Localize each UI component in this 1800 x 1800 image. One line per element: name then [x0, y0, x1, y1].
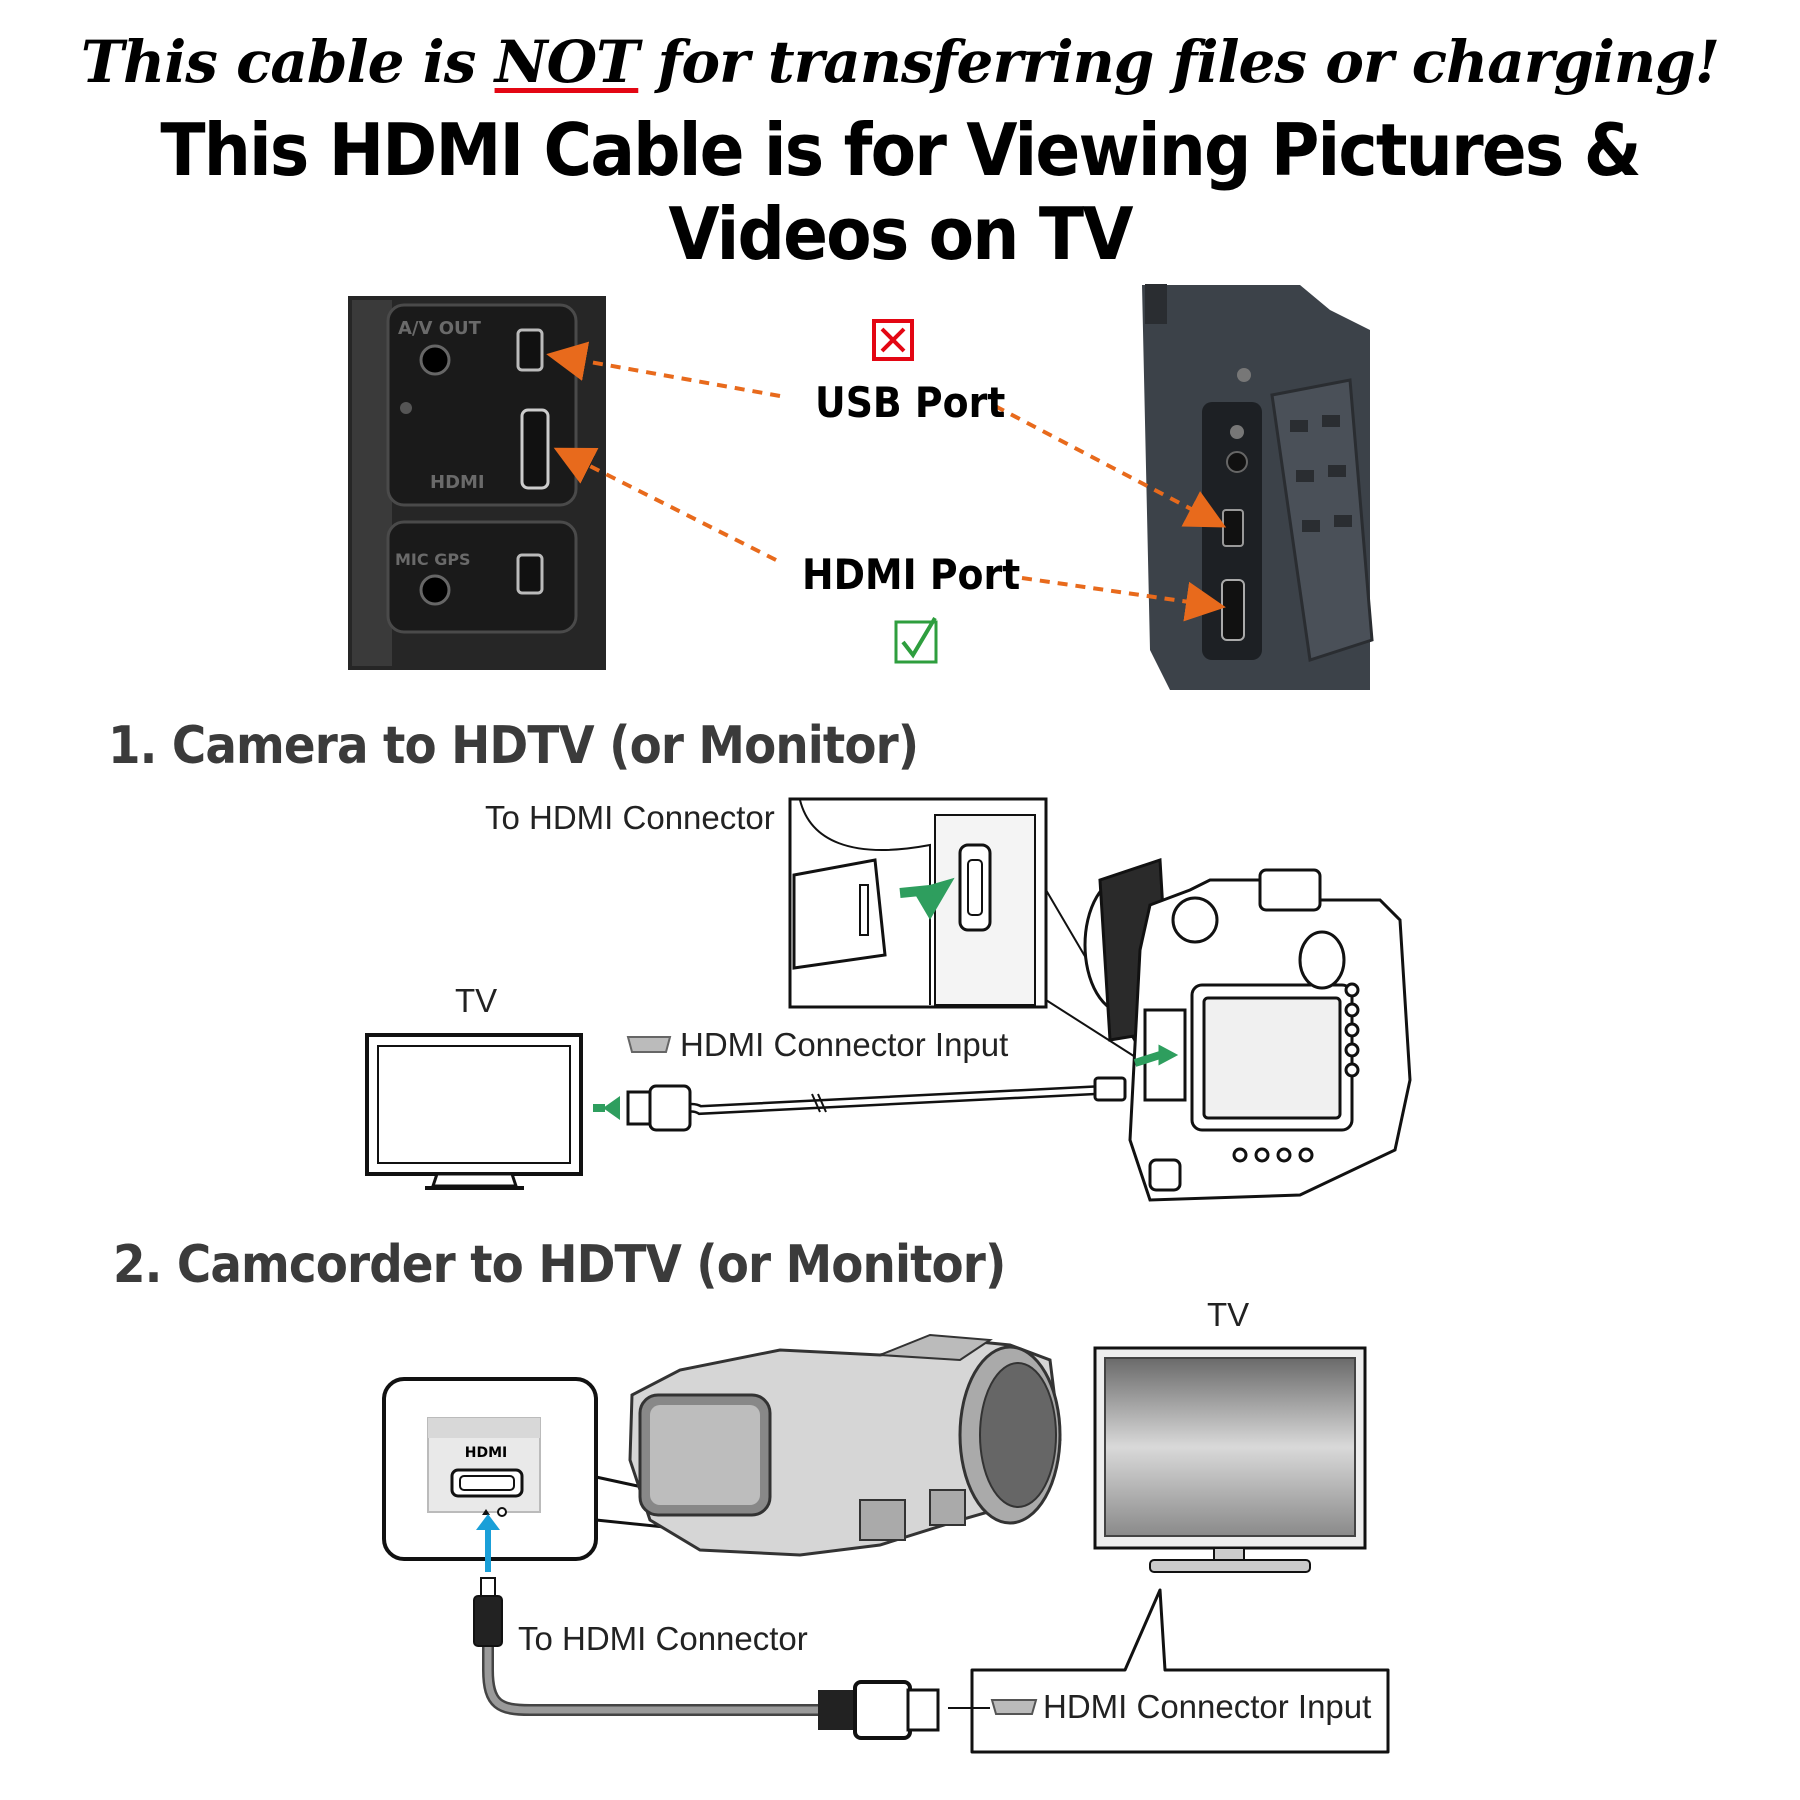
- svg-text:A/V OUT: A/V OUT: [398, 318, 482, 339]
- camcorder-hdmi-closeup-inset: [382, 1377, 841, 1572]
- section1-input-label: HDMI Connector Input: [680, 1026, 1009, 1063]
- arrow-hdmi-left: [553, 447, 777, 562]
- svg-text:MIC GPS: MIC GPS: [395, 550, 471, 569]
- section2-input-label: HDMI Connector Input: [1043, 1688, 1372, 1725]
- warning-pre: This cable is: [80, 28, 495, 96]
- camera-hdmi-closeup-inset: [788, 797, 1141, 1061]
- tv-section2: [1093, 1346, 1367, 1573]
- section1-heading: 1. Camera to HDTV (or Monitor): [108, 716, 919, 776]
- port-arrows: [546, 341, 1227, 622]
- camera-ports-photo-left: A/V OUT HDMI MIC GPS: [348, 296, 606, 670]
- section2-to-connector-label: To HDMI Connector: [518, 1620, 808, 1657]
- section2-tv-label: TV: [1207, 1296, 1250, 1333]
- usb-port-label: USB Port: [815, 378, 1006, 427]
- section1-to-connector-label: To HDMI Connector: [485, 799, 775, 836]
- warning-title: This cable is NOT for transferring files…: [0, 28, 1800, 96]
- section2-heading: 2. Camcorder to HDTV (or Monitor): [113, 1235, 1006, 1295]
- arrow-usb-left: [546, 341, 781, 398]
- tv-section1: [365, 1033, 583, 1190]
- camera-ports-photo-right: [1140, 280, 1374, 690]
- hdmi-input-icon-section1: [626, 1036, 672, 1053]
- camcorder-drawing: [628, 1333, 1062, 1557]
- arrow-usb-right: [994, 404, 1227, 528]
- inset-hdmi-port-text: HDMI: [464, 1445, 508, 1461]
- red-x-box-icon: [872, 319, 914, 361]
- arrow-hdmi-right: [1021, 576, 1226, 622]
- warning-not: NOT: [494, 28, 640, 96]
- warning-post: for transferring files or charging!: [638, 28, 1720, 96]
- hdmi-cable-section2: [473, 1577, 940, 1740]
- hdmi-cable-section1: [593, 1076, 1127, 1132]
- main-title: This HDMI Cable is for Viewing Pictures …: [160, 108, 1641, 276]
- hdmi-input-callout: [948, 1588, 1390, 1754]
- hdmi-port-label: HDMI Port: [802, 550, 1021, 599]
- section1-tv-label: TV: [455, 982, 498, 1019]
- svg-text:HDMI: HDMI: [430, 472, 485, 493]
- mirrorless-camera-drawing: [1083, 857, 1412, 1202]
- green-check-box-icon: [894, 616, 938, 664]
